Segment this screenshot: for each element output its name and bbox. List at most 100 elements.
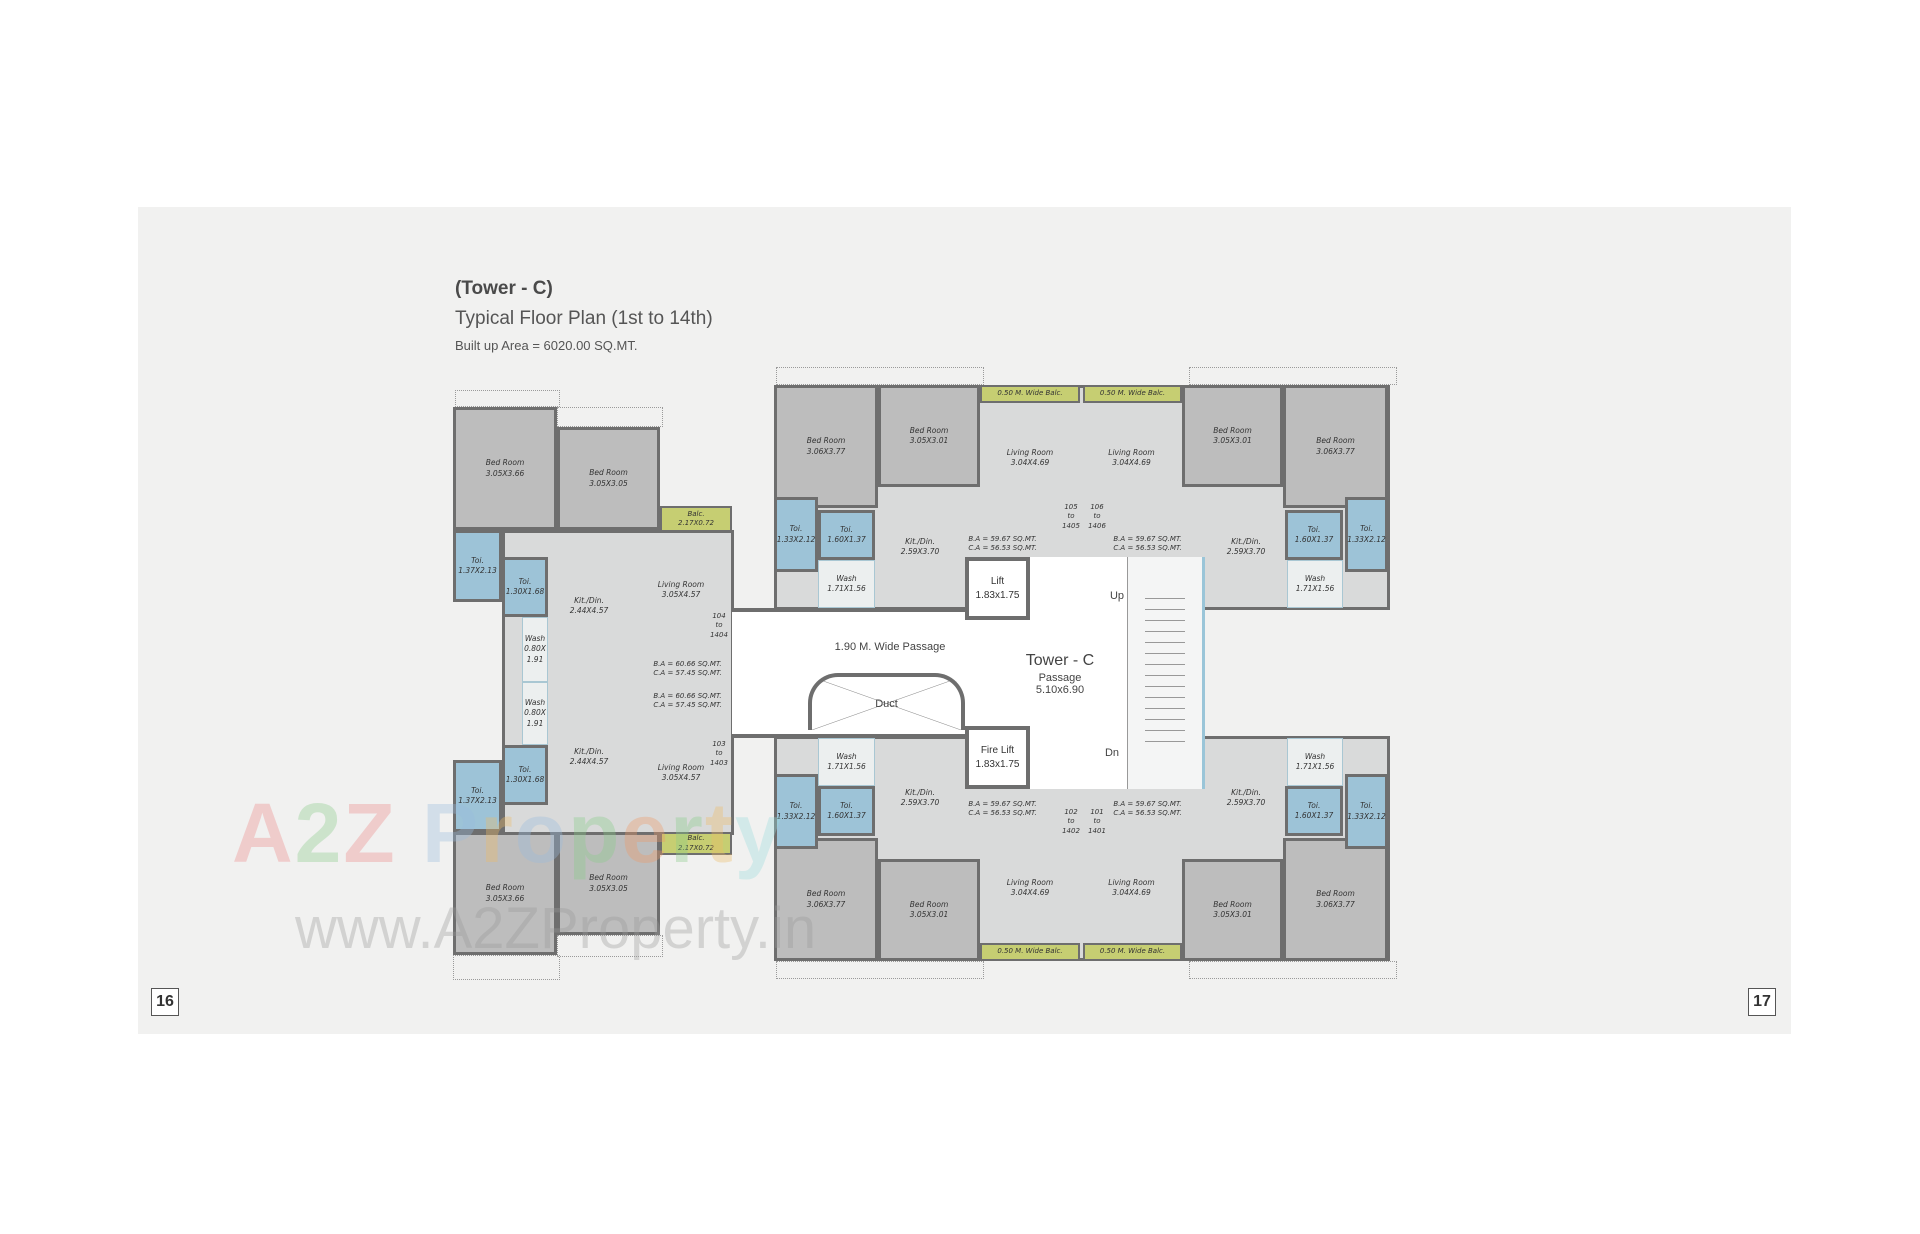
dotted-outline — [776, 961, 984, 979]
page-number-right: 17 — [1748, 988, 1776, 1016]
bedroom-label: 3.05X3.05 — [589, 883, 628, 893]
kitchen-dining: Kit./Din.2.44X4.57 — [548, 682, 630, 832]
stair-step — [1145, 664, 1185, 665]
stair-step — [1145, 631, 1185, 632]
watermark-url: www.A2ZProperty.in — [295, 896, 817, 961]
unit-area-line: B.A = 60.66 SQ.MT. — [653, 660, 722, 668]
stair-step — [1145, 653, 1185, 654]
living-room-label: Living Room — [1108, 447, 1155, 457]
duct-label: Duct — [875, 697, 898, 710]
kitchen-dining: Kit./Din.2.59X3.70 — [1205, 738, 1287, 858]
living-room-label: 3.04X4.69 — [1112, 458, 1151, 467]
unit-number-line: to — [1067, 817, 1075, 826]
toilet-label: Toi. — [1360, 801, 1373, 811]
toilet-label: Toi. — [1307, 524, 1321, 534]
built-up-area: Built up Area = 6020.00 SQ.MT. — [455, 338, 638, 353]
unit-number-line: to — [1093, 817, 1101, 826]
stair-step — [1145, 730, 1185, 731]
toilet-label: Toi. — [471, 785, 484, 795]
bedroom-label: 3.06X3.77 — [806, 899, 846, 909]
unit-area-line: B.A = 59.67 SQ.MT. — [968, 800, 1037, 808]
kitchen-dining-label: 2.59X3.70 — [1226, 798, 1266, 807]
stair-down-label: Dn — [1100, 747, 1124, 759]
tower-label-line: Tower - C — [1025, 652, 1095, 669]
toilet-label: 1.60X1.37 — [1294, 811, 1334, 820]
stair-up-label: Up — [1105, 590, 1129, 602]
kitchen-dining-label: Kit./Din. — [574, 746, 604, 756]
bedroom-label: 3.05X3.66 — [485, 468, 525, 478]
wash-area-label: Wash — [836, 573, 857, 583]
unit-number-line: 1402 — [1062, 826, 1080, 835]
toilet-label: 1.37X2.13 — [458, 796, 497, 805]
toilet: Toi.1.33X2.12 — [774, 774, 818, 849]
toilet-label: Toi. — [789, 801, 803, 811]
balcony: 0.50 M. Wide Balc. — [1083, 385, 1182, 403]
bedroom-label: 3.05X3.01 — [909, 910, 949, 919]
fire-lift-label: Fire Lift — [980, 745, 1015, 756]
balcony: 0.50 M. Wide Balc. — [980, 385, 1080, 403]
bedroom-label: 3.05X3.01 — [909, 436, 949, 445]
fire-lift-label: 1.83x1.75 — [975, 758, 1020, 770]
bedroom-label: 3.06X3.77 — [806, 446, 846, 456]
bedroom-label: Bed Room — [1316, 889, 1355, 899]
bedroom-label: Bed Room — [589, 468, 628, 478]
kitchen-dining: Kit./Din.2.59X3.70 — [875, 487, 965, 607]
unit-number-line: 105 — [1064, 503, 1078, 511]
kitchen-dining-label: 2.59X3.70 — [900, 547, 940, 556]
dotted-outline — [557, 935, 663, 957]
toilet: Toi.1.30X1.68 — [502, 745, 548, 805]
dotted-outline — [455, 390, 560, 407]
unit-area-line: C.A = 56.53 SQ.MT. — [1113, 809, 1182, 818]
bedroom-label: Bed Room — [485, 883, 525, 893]
toilet-label: 1.33X2.12 — [1347, 811, 1386, 821]
dotted-outline — [1189, 961, 1397, 979]
stair-step — [1145, 675, 1185, 676]
unit-number-line: to — [1067, 512, 1075, 521]
toilet-label: Toi. — [1360, 524, 1373, 534]
unit-number-line: 106 — [1090, 503, 1104, 511]
toilet: Toi.1.37X2.13 — [453, 530, 502, 602]
toilet-label: 1.30X1.68 — [505, 775, 545, 784]
unit-number-line: to — [1093, 512, 1101, 521]
toilet: Toi.1.30X1.68 — [502, 557, 548, 617]
balcony-label: 0.50 M. Wide Balc. — [997, 389, 1063, 398]
unit-area: B.A = 60.66 SQ.MT.C.A = 57.45 SQ.MT. — [640, 660, 735, 679]
toilet-label: 1.37X2.13 — [458, 566, 497, 575]
wash-area-label: 1.71X1.56 — [827, 762, 866, 771]
toilet-label: 1.33X2.12 — [1347, 534, 1386, 544]
dotted-outline — [453, 955, 560, 980]
toilet: Toi.1.37X2.13 — [453, 760, 502, 832]
living-room-label: Living Room — [1006, 877, 1054, 887]
wash-area-label: Wash — [836, 751, 857, 761]
toilet-label: Toi. — [471, 555, 484, 565]
central-passage — [1030, 557, 1130, 789]
stair-step — [1145, 598, 1185, 599]
toilet: Toi.1.60X1.37 — [818, 510, 875, 560]
unit-number-line: 1404 — [710, 630, 728, 639]
kitchen-dining-label: Kit./Din. — [1231, 536, 1261, 546]
bedroom-label: Bed Room — [1316, 436, 1355, 446]
wash-area-label: Wash — [524, 698, 546, 708]
wash-area-label: Wash — [524, 634, 546, 644]
lift-label: 1.83x1.75 — [975, 589, 1020, 601]
living-room-label: Living Room — [657, 762, 705, 772]
unit-area-line: C.A = 56.53 SQ.MT. — [968, 809, 1037, 818]
balcony-label: Balc. — [687, 509, 705, 518]
wash-area-label: 0.80X 1.91 — [524, 708, 546, 728]
unit-number-line: 101 — [1090, 808, 1104, 816]
unit-area-line: B.A = 59.67 SQ.MT. — [968, 535, 1037, 543]
kitchen-dining-label: Kit./Din. — [1231, 787, 1261, 797]
